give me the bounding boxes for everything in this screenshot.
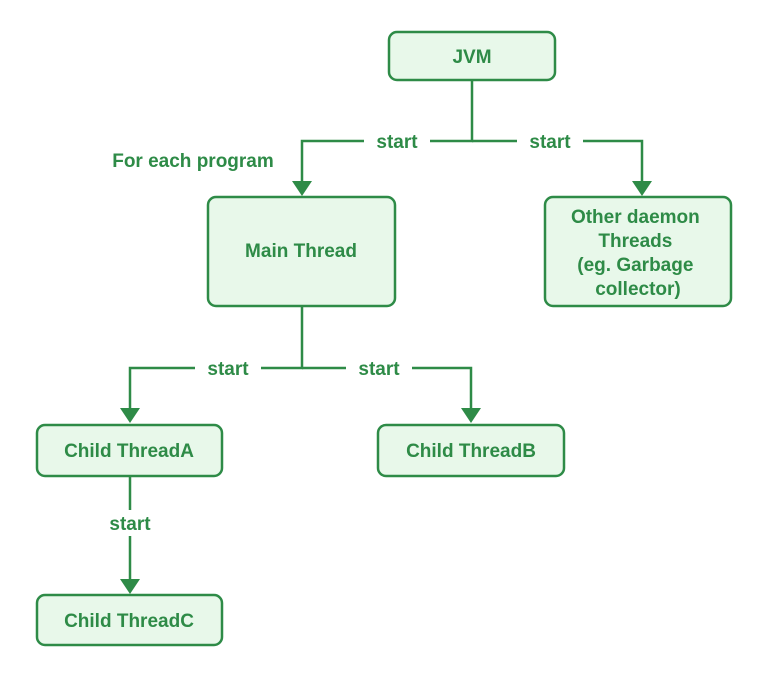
arrow-head xyxy=(292,181,312,196)
edge-label-start: start xyxy=(358,359,400,380)
edge-jvm-to-daemon-threads: start xyxy=(472,129,652,196)
edge-label-start: start xyxy=(376,132,418,153)
node-label-line: Child ThreadC xyxy=(64,611,194,632)
node-box xyxy=(206,195,397,308)
node-label: JVM xyxy=(452,47,491,68)
node-label: Main Thread xyxy=(245,241,357,262)
node-label-line: Threads xyxy=(598,231,672,252)
node-child-thread-c: Child ThreadC xyxy=(35,593,224,647)
edge-label-background xyxy=(97,510,163,536)
node-box xyxy=(35,593,224,647)
node-child-thread-a: Child ThreadA xyxy=(35,423,224,478)
node-box xyxy=(387,30,557,82)
node-label-line: (eg. Garbage xyxy=(577,255,693,276)
edge-label-background xyxy=(517,129,583,153)
node-label-line: Child ThreadA xyxy=(64,441,194,462)
edge-label-background xyxy=(364,129,430,153)
node-main-thread: Main Thread xyxy=(206,195,397,308)
node-box xyxy=(543,195,733,308)
edge-label-background xyxy=(346,356,412,380)
edge-label-start: start xyxy=(529,132,571,153)
node-box xyxy=(35,423,224,478)
arrow-head xyxy=(632,181,652,196)
node-label: Child ThreadC xyxy=(64,611,194,632)
edge-main-to-child-thread-b: start xyxy=(302,356,481,423)
edge-main-to-child-thread-a: start xyxy=(120,306,304,423)
node-label-line: JVM xyxy=(452,47,491,68)
edge-jvm-to-main-thread: start xyxy=(292,80,474,196)
annotation-for-each-program: For each program xyxy=(112,151,274,172)
node-label-line: Child ThreadB xyxy=(406,441,536,462)
edge-label-start: start xyxy=(109,514,151,535)
arrow-head xyxy=(461,408,481,423)
node-child-thread-b: Child ThreadB xyxy=(376,423,566,478)
node-label: Child ThreadB xyxy=(406,441,536,462)
edge-child-a-to-child-thread-c: start xyxy=(97,476,163,594)
node-label: Other daemon Threads (eg. Garbage collec… xyxy=(571,207,705,300)
node-label-line: Other daemon xyxy=(571,207,700,228)
arrow-head xyxy=(120,408,140,423)
edge-label-start: start xyxy=(207,359,249,380)
node-box xyxy=(376,423,566,478)
node-other-daemon-threads: Other daemon Threads (eg. Garbage collec… xyxy=(543,195,733,308)
node-label-line: collector) xyxy=(595,279,681,300)
node-jvm: JVM xyxy=(387,30,557,82)
edge-label-background xyxy=(195,356,261,380)
node-label: Child ThreadA xyxy=(64,441,194,462)
arrow-head xyxy=(120,579,140,594)
node-label-line: Main Thread xyxy=(245,241,357,262)
